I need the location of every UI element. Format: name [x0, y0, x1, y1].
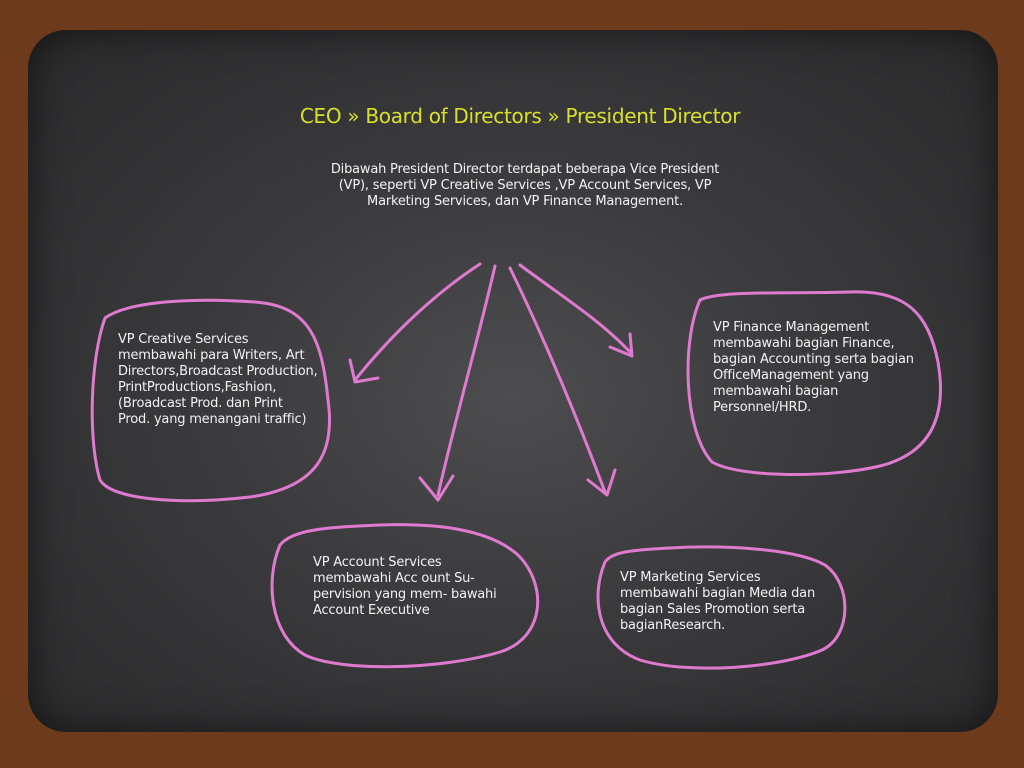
- arrow-to-creative-head: [348, 358, 380, 384]
- chalkboard: [28, 30, 998, 732]
- vp-marketing-services-node: VP Marketing Services membawahi bagian M…: [620, 570, 815, 633]
- marketing-node-outline: [596, 545, 847, 670]
- page-title: CEO » Board of Directors » President Dir…: [299, 104, 741, 128]
- arrow-to-marketing-head: [586, 468, 617, 497]
- arrow-to-account: [436, 264, 497, 497]
- arrow-to-marketing: [508, 266, 607, 494]
- arrow-to-finance-head: [608, 332, 634, 358]
- intro-text: Dibawah President Director terdapat bebe…: [330, 162, 720, 209]
- arrow-to-finance: [518, 263, 632, 354]
- vp-finance-management-node: VP Finance Management membawahi bagian F…: [713, 320, 914, 415]
- creative-node-outline: [90, 298, 332, 503]
- arrow-to-account-head: [418, 474, 455, 502]
- finance-node-outline: [686, 290, 942, 477]
- vp-creative-services-node: VP Creative Services membawahi para Writ…: [118, 332, 318, 427]
- account-node-outline: [270, 523, 540, 669]
- arrow-to-creative: [353, 262, 482, 382]
- vp-account-services-node: VP Account Services membawahi Acc ount S…: [313, 555, 497, 618]
